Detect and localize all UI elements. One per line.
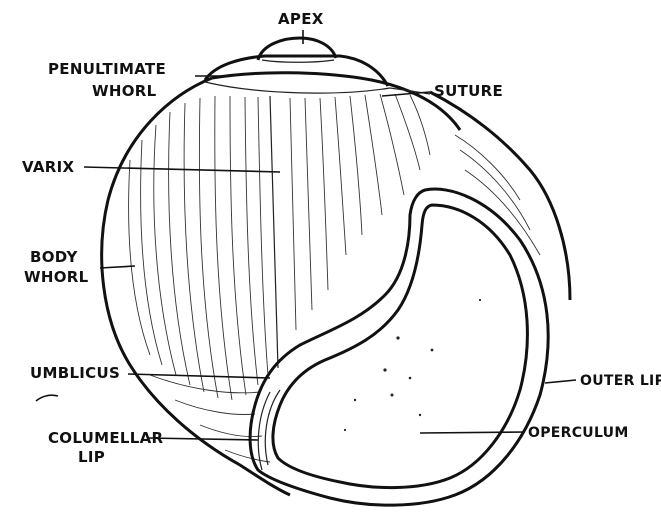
label-varix: VARIX bbox=[22, 158, 75, 176]
suture-leader bbox=[382, 92, 430, 96]
shell-drawing bbox=[102, 38, 570, 505]
outer-lip-ring bbox=[250, 189, 548, 505]
shell-top-outline bbox=[212, 73, 460, 130]
body-whorl-leader bbox=[100, 266, 135, 268]
label-body-whorl-line2: WHORL bbox=[24, 268, 89, 286]
outer-lip-leader bbox=[545, 380, 576, 383]
shell-hatching bbox=[129, 94, 540, 462]
label-columellar-lip-line2: LIP bbox=[78, 448, 105, 466]
stray-mark bbox=[36, 395, 58, 401]
penultimate-whorl bbox=[205, 56, 388, 86]
label-penultimate-whorl-line1: PENULTIMATE bbox=[48, 60, 166, 78]
label-outer-lip: OUTER LIP bbox=[580, 373, 661, 389]
body-whorl-right bbox=[430, 92, 570, 300]
label-apex: APEX bbox=[278, 10, 324, 28]
varix-line bbox=[270, 96, 278, 368]
label-columellar-lip-line1: COLUMELLAR bbox=[48, 429, 164, 447]
label-suture: SUTURE bbox=[434, 82, 503, 100]
label-penultimate-whorl-line2: WHORL bbox=[92, 82, 157, 100]
operculum-leader bbox=[420, 432, 525, 433]
operculum-shape bbox=[273, 205, 528, 488]
umbilicus-leader bbox=[128, 374, 270, 378]
label-umbilicus: UMBLICUS bbox=[30, 364, 120, 382]
columellar-lip-leader bbox=[148, 438, 258, 440]
varix-leader bbox=[84, 167, 280, 172]
operculum-speckles bbox=[344, 299, 481, 431]
label-operculum: OPERCULUM bbox=[528, 425, 629, 441]
labels: APEX PENULTIMATE WHORL SUTURE VARIX BODY… bbox=[22, 10, 661, 466]
label-body-whorl-line1: BODY bbox=[30, 248, 78, 266]
